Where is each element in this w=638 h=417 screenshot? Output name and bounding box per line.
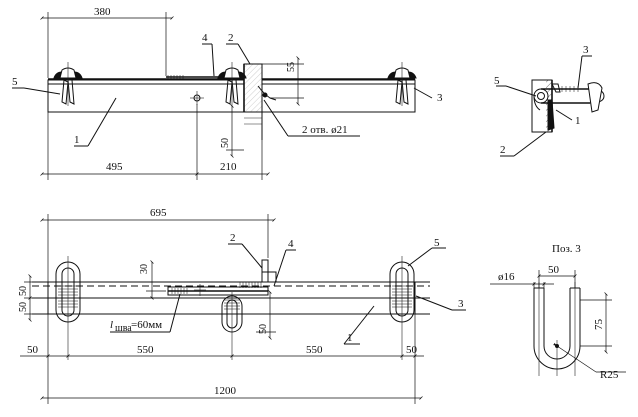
callout-5-top: 5 bbox=[12, 76, 61, 95]
plan-callout-5-label: 5 bbox=[434, 237, 440, 249]
dim-d16-label: ø16 bbox=[498, 271, 515, 283]
bar-pos4-plan bbox=[167, 282, 269, 296]
dim-695-label: 695 bbox=[150, 207, 167, 219]
callout-1-top: 1 bbox=[74, 97, 117, 147]
dim-50a-label: 50 bbox=[18, 286, 29, 296]
dim-55: 55 bbox=[262, 56, 304, 106]
callout-3-label: 3 bbox=[437, 92, 443, 104]
plate-pos2-top bbox=[243, 63, 263, 140]
clamp-plan-middle bbox=[221, 292, 243, 360]
bracket-pos5-right bbox=[387, 62, 417, 106]
beam-body-plan bbox=[32, 281, 430, 315]
callout-2-label: 2 bbox=[228, 32, 234, 44]
dim-55-label: 55 bbox=[286, 62, 297, 72]
top-view: 380 495 210 50 55 1 2 4 bbox=[12, 6, 443, 180]
dim-50e-label: 50 bbox=[406, 344, 418, 356]
u-bolt-pos3-side bbox=[541, 82, 605, 113]
dim-50-top: 50 bbox=[220, 104, 244, 158]
dim-50d-label: 50 bbox=[27, 344, 39, 356]
dim-d75: 75 bbox=[580, 292, 612, 354]
dim-495-210: 495 210 bbox=[40, 104, 270, 180]
dim-d16: ø16 bbox=[490, 271, 554, 292]
callout-2-side: 2 bbox=[500, 131, 547, 157]
center-mark bbox=[190, 91, 204, 105]
dim-d50-detail-label: 50 bbox=[548, 264, 560, 276]
weld-subscript: шва bbox=[115, 323, 132, 334]
callout-5-label: 5 bbox=[12, 76, 18, 88]
side-callout-1-label: 1 bbox=[575, 115, 581, 127]
weld-note: l шва =60мм bbox=[110, 293, 181, 334]
side-view: 5 3 1 2 bbox=[494, 44, 605, 157]
side-callout-3-label: 3 bbox=[583, 44, 589, 56]
callout-2-top: 2 bbox=[226, 32, 251, 65]
plate-pos2-plan bbox=[261, 259, 277, 283]
dim-50-middle: 50 bbox=[256, 290, 276, 340]
plan-view: 695 30 50 50 50 50 550 550 50 bbox=[18, 207, 466, 404]
plan-callout-4-label: 4 bbox=[288, 238, 294, 250]
plan-callout-2-label: 2 bbox=[230, 232, 236, 244]
dim-550b-label: 550 bbox=[306, 344, 323, 356]
callout-5-plan: 5 bbox=[407, 237, 446, 267]
dim-chain-bottom: 50 550 550 50 bbox=[20, 314, 424, 360]
side-callout-5-label: 5 bbox=[494, 75, 500, 87]
callout-4-plan: 4 bbox=[273, 238, 296, 287]
clamp-plan-right bbox=[389, 256, 415, 360]
dim-380: 380 bbox=[40, 6, 174, 78]
dim-1200: 1200 bbox=[40, 360, 423, 404]
holes-note-label: 2 отв. ø21 bbox=[302, 124, 348, 136]
dim-550a-label: 550 bbox=[137, 344, 154, 356]
callout-3-side: 3 bbox=[577, 44, 592, 89]
dim-695: 695 bbox=[40, 207, 276, 282]
callout-1-side: 1 bbox=[555, 109, 581, 127]
callout-4-top: 4 bbox=[202, 32, 215, 77]
detail-title: Поз. 3 bbox=[552, 243, 581, 255]
weld-symbol: l bbox=[110, 319, 113, 331]
clamp-pos5-side bbox=[533, 88, 549, 111]
dim-50c-label: 50 bbox=[258, 324, 269, 334]
callout-1-plan: 1 bbox=[343, 305, 375, 345]
dim-r25-label: R25 bbox=[600, 369, 619, 381]
bracket-pos5-middle bbox=[217, 62, 247, 106]
dim-1200-label: 1200 bbox=[214, 385, 237, 397]
callout-3-plan: 3 bbox=[415, 295, 466, 311]
callout-4-label: 4 bbox=[202, 32, 208, 44]
callout-3-top: 3 bbox=[413, 87, 443, 104]
bracket-pos5-left bbox=[53, 62, 83, 106]
u-bolt-pos3-top bbox=[257, 85, 277, 101]
plan-callout-1-label: 1 bbox=[347, 332, 353, 344]
callout-2-plan: 2 bbox=[228, 232, 263, 269]
dim-50-label: 50 bbox=[220, 138, 231, 148]
dim-495-label: 495 bbox=[106, 161, 123, 173]
side-callout-2-label: 2 bbox=[500, 144, 506, 156]
u-bolt-detail bbox=[533, 282, 581, 376]
callout-5-side: 5 bbox=[494, 75, 537, 97]
detail-pos3: Поз. 3 ø16 50 75 R25 bbox=[490, 243, 626, 381]
dim-r25: R25 bbox=[553, 342, 626, 381]
dim-380-label: 380 bbox=[94, 6, 111, 18]
clamp-plan-left bbox=[55, 256, 81, 360]
weld-value: =60мм bbox=[131, 319, 162, 331]
dim-30-label: 30 bbox=[139, 264, 150, 274]
dim-210-label: 210 bbox=[220, 161, 237, 173]
dim-50-50-left: 50 50 bbox=[18, 274, 48, 322]
dim-30: 30 bbox=[139, 260, 166, 300]
dim-50b-label: 50 bbox=[18, 302, 29, 312]
plan-callout-3-label: 3 bbox=[458, 298, 464, 310]
dim-d50-detail: 50 bbox=[537, 264, 577, 288]
dim-d75-label: 75 bbox=[593, 319, 605, 331]
holes-note: 2 отв. ø21 bbox=[263, 99, 360, 137]
callout-1-label: 1 bbox=[74, 134, 80, 146]
